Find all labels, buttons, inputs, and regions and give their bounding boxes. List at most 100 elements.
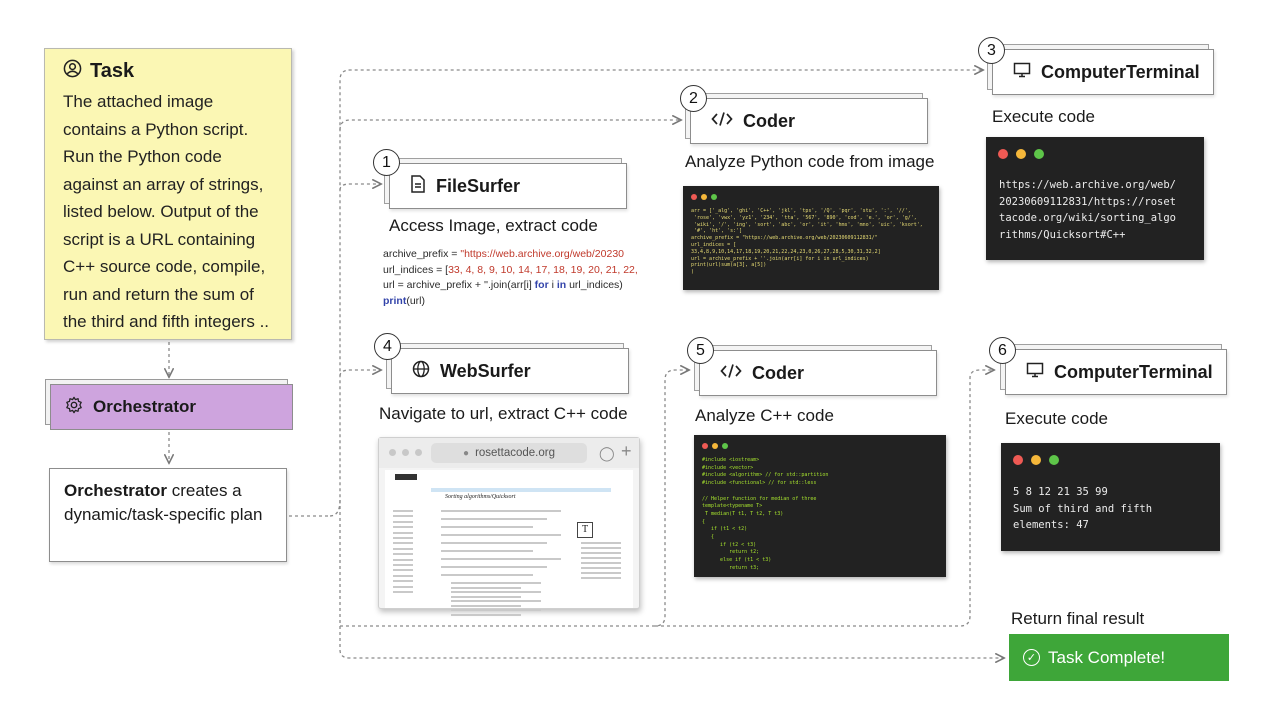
- page-text-line: [393, 526, 413, 529]
- step-caption-2: Analyze Python code from image: [685, 152, 935, 171]
- terminal-window-1: https://web.archive.org/web/ 20230609112…: [986, 137, 1204, 260]
- page-text-line: [581, 562, 621, 564]
- step-caption-1: Access Image, extract code: [389, 216, 598, 235]
- download-icon: ◯: [599, 445, 615, 461]
- agent-name: WebSurfer: [440, 360, 531, 381]
- page-text-line: [581, 572, 621, 574]
- code-line: url = archive_prefix + ''.join(arr[i] fo…: [691, 255, 869, 262]
- step-number-4: 4: [374, 333, 401, 360]
- close-dot-icon: [702, 443, 708, 449]
- page-text-line: [441, 574, 533, 576]
- plan-note: Orchestrator creates a dynamic/task-spec…: [49, 468, 287, 562]
- page-text-line: [393, 580, 413, 583]
- code-icon: [711, 111, 733, 132]
- maximize-dot-icon: [1034, 149, 1044, 159]
- gear-icon: [65, 396, 83, 419]
- snippet-text: url_indices = [: [383, 263, 449, 276]
- page-text-line: [393, 553, 413, 556]
- page-text-line: [581, 577, 621, 579]
- page-text-line: [451, 609, 541, 611]
- terminal-output: 5 8 12 21 35 99 Sum of third and fifth e…: [1013, 486, 1153, 531]
- page-banner: [431, 488, 611, 492]
- article-icon: T: [577, 522, 593, 538]
- code-line: // Helper function for median of three: [702, 495, 817, 502]
- code-line: #include <iostream>: [702, 457, 760, 463]
- page-text-line: [451, 604, 521, 607]
- code-line: arr = ['_alg', 'ghi', 'C++', 'jkl', 'tps…: [691, 208, 911, 214]
- agent-card-coder: Coder: [699, 350, 937, 396]
- code-icon: [720, 363, 742, 384]
- page-text-line: [393, 569, 413, 572]
- window-controls: [1013, 455, 1059, 465]
- file-icon: [410, 174, 426, 198]
- page-text-line: [451, 595, 521, 598]
- close-dot-icon: [691, 194, 697, 200]
- code-line: '#', 'ht', 's:']: [691, 228, 743, 235]
- step-number-2: 2: [680, 85, 707, 112]
- code-line: archive_prefix = "https://web.archive.or…: [691, 235, 878, 242]
- browser-controls: [389, 449, 422, 456]
- page-text-line: [581, 557, 621, 559]
- orchestrator-label: Orchestrator: [93, 397, 196, 416]
- step-caption-3: Execute code: [992, 107, 1096, 126]
- close-dot-icon: [998, 149, 1008, 159]
- page-text-line: [441, 510, 561, 512]
- page-text-line: [393, 531, 413, 534]
- page-text-line: [451, 600, 541, 602]
- page-text-line: [393, 547, 413, 550]
- monitor-icon: [1013, 62, 1031, 83]
- page-text-line: [393, 515, 413, 518]
- minimize-dot-icon: [1016, 149, 1026, 159]
- page-text-line: [451, 582, 541, 584]
- snippet-text: in: [556, 279, 567, 291]
- snippet-text: "https://web.archive.org/web/20230: [460, 248, 625, 260]
- step-caption-5: Analyze C++ code: [695, 406, 834, 425]
- code-line: if (t2 < t3): [702, 541, 757, 548]
- python-code-text: arr = ['_alg', 'ghi', 'C++', 'jkl', 'tps…: [691, 208, 933, 276]
- page-text-line: [441, 566, 547, 568]
- page-text-line: [581, 542, 621, 544]
- code-line: template<typename T>: [702, 503, 763, 510]
- code-line: [702, 488, 940, 496]
- snippet-text: 33, 4, 8, 9, 10, 14, 17, 18, 19, 20, 21,…: [448, 263, 638, 276]
- page-text-line: [451, 586, 521, 589]
- snippet-text: url = archive_prefix + ''.join(arr[i]: [383, 279, 535, 291]
- code-line: {: [702, 534, 715, 541]
- agent-name: Coder: [743, 110, 796, 131]
- code-line: T median(T t1, T t2, T t3): [702, 510, 784, 517]
- page-text-line: [441, 550, 533, 552]
- minimize-dot-icon: [712, 443, 718, 449]
- maximize-dot-icon: [711, 194, 717, 200]
- browser-url-bar: ●rosettacode.org: [431, 443, 587, 463]
- agent-name: ComputerTerminal: [1041, 61, 1200, 82]
- task-complete-badge: ✓ Task Complete!: [1009, 634, 1229, 681]
- page-heading: Sorting algorithms/Quicksort: [445, 494, 516, 500]
- page-text-line: [441, 526, 533, 528]
- snippet-text: for: [534, 279, 549, 291]
- snippet-text: print: [383, 294, 407, 307]
- python-code-window: arr = ['_alg', 'ghi', 'C++', 'jkl', 'tps…: [683, 186, 939, 290]
- page-text-line: [393, 558, 413, 561]
- page-text-line: [393, 574, 413, 577]
- close-dot-icon: [1013, 455, 1023, 465]
- step-caption-4: Navigate to url, extract C++ code: [379, 404, 628, 423]
- browser-toolbar: ●rosettacode.org ◯ +: [379, 438, 639, 468]
- window-controls: [691, 194, 717, 200]
- check-circle-icon: ✓: [1023, 649, 1040, 666]
- page-text-line: [581, 552, 621, 554]
- minimize-dot-icon: [1031, 455, 1041, 465]
- page-text-line: [393, 564, 413, 566]
- code-line: #include <functional> // for std::less: [702, 480, 817, 487]
- lock-icon: ●: [463, 447, 470, 459]
- monitor-icon: [1026, 362, 1044, 383]
- task-title: Task: [90, 60, 135, 82]
- agent-name: Coder: [752, 362, 805, 383]
- cpp-code-text: #include <iostream>#include <vector>#inc…: [702, 457, 940, 573]
- site-logo: [395, 474, 417, 480]
- python-snippet: archive_prefix = "https://web.archive.or…: [383, 247, 638, 307]
- agent-name: FileSurfer: [436, 175, 521, 196]
- browser-dot-icon: [389, 449, 396, 456]
- page-text-line: [393, 537, 413, 539]
- page-text-line: [393, 542, 413, 545]
- code-line: 33,4,8,9,10,14,17,18,19,20,21,22,24,23,0…: [691, 248, 881, 255]
